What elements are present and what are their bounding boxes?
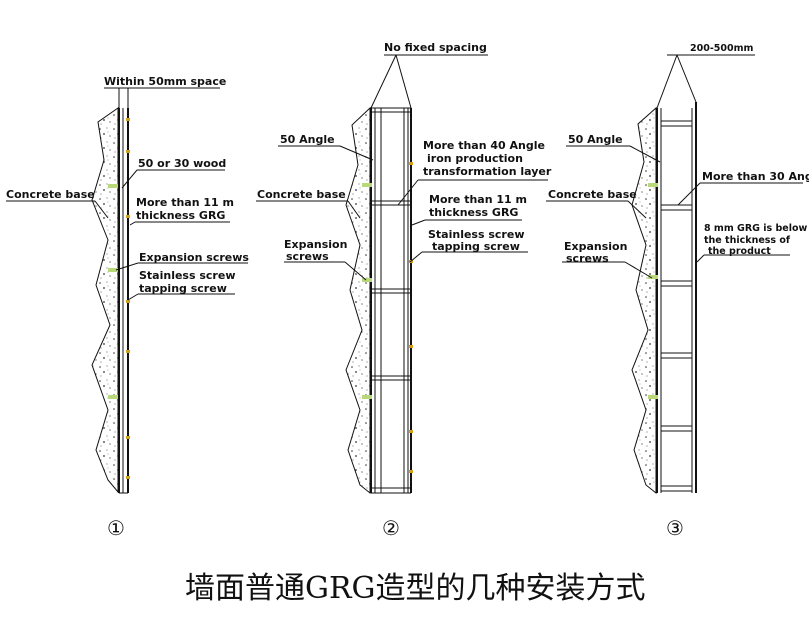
label-stainless-screw-2a: Stainless screw (428, 228, 524, 241)
panel-2: No fixed spacing 50 Angle More than 40 A… (256, 41, 552, 540)
label-grg-thickness-2b: thickness GRG (429, 206, 518, 219)
panel-number-2: ② (382, 516, 400, 540)
label-50-angle-3: 50 Angle (568, 133, 623, 146)
expansion-screws-2 (362, 183, 372, 399)
label-expansion-2a: Expansion (284, 238, 347, 251)
label-stainless-screw-1b: tapping screw (139, 282, 227, 295)
label-concrete-base-1: Concrete base (6, 188, 95, 201)
label-expansion-2b: screws (286, 250, 329, 263)
label-grg-thickness-1b: thickness GRG (136, 209, 225, 222)
expansion-screws-1 (108, 184, 118, 399)
label-expansion-3a: Expansion (564, 240, 627, 253)
label-angle40-a: More than 40 Angle (423, 139, 545, 152)
label-wood: 50 or 30 wood (138, 157, 226, 170)
label-grg-3a: 8 mm GRG is below (704, 223, 807, 234)
label-concrete-base-3: Concrete base (548, 188, 637, 201)
label-50-angle-2: 50 Angle (280, 133, 335, 146)
panel-number-3: ③ (666, 516, 684, 540)
label-grg-thickness-2a: More than 11 m (429, 193, 527, 206)
label-stainless-screw-2b: tapping screw (432, 240, 520, 253)
label-concrete-base-2: Concrete base (257, 188, 346, 201)
label-200-500mm: 200-500mm (690, 43, 754, 54)
expansion-screws-3 (648, 183, 658, 399)
angle-iron-rungs-3 (660, 120, 693, 492)
label-angle40-b: iron production (427, 152, 523, 165)
concrete-base-3 (631, 106, 657, 495)
figure-title: 墙面普通GRG造型的几种安装方式 (185, 571, 646, 606)
label-expansion-screws-1: Expansion screws (139, 251, 249, 264)
screws-1 (126, 118, 130, 479)
label-grg-thickness-1a: More than 11 m (136, 196, 234, 209)
panel-3: 200-500mm 50 Angle More than 30 Angle Co… (546, 43, 809, 540)
concrete-base-1 (91, 107, 119, 494)
angle-iron-frame-2 (371, 107, 411, 494)
label-grg-3b: the thickness of (704, 235, 791, 246)
panel-number-1: ① (107, 516, 125, 540)
concrete-base-2 (345, 106, 371, 495)
label-within-50mm: Within 50mm space (104, 75, 226, 88)
label-stainless-screw-1a: Stainless screw (139, 269, 235, 282)
label-grg-3c: the product (708, 246, 771, 257)
panel-1: Within 50mm space 50 or 30 wood More tha… (6, 75, 249, 540)
label-angle40-c: transformation layer (423, 165, 552, 178)
label-no-fixed-spacing: No fixed spacing (384, 41, 487, 54)
label-angle30: More than 30 Angle (702, 170, 809, 183)
label-expansion-3b: screws (566, 252, 609, 265)
